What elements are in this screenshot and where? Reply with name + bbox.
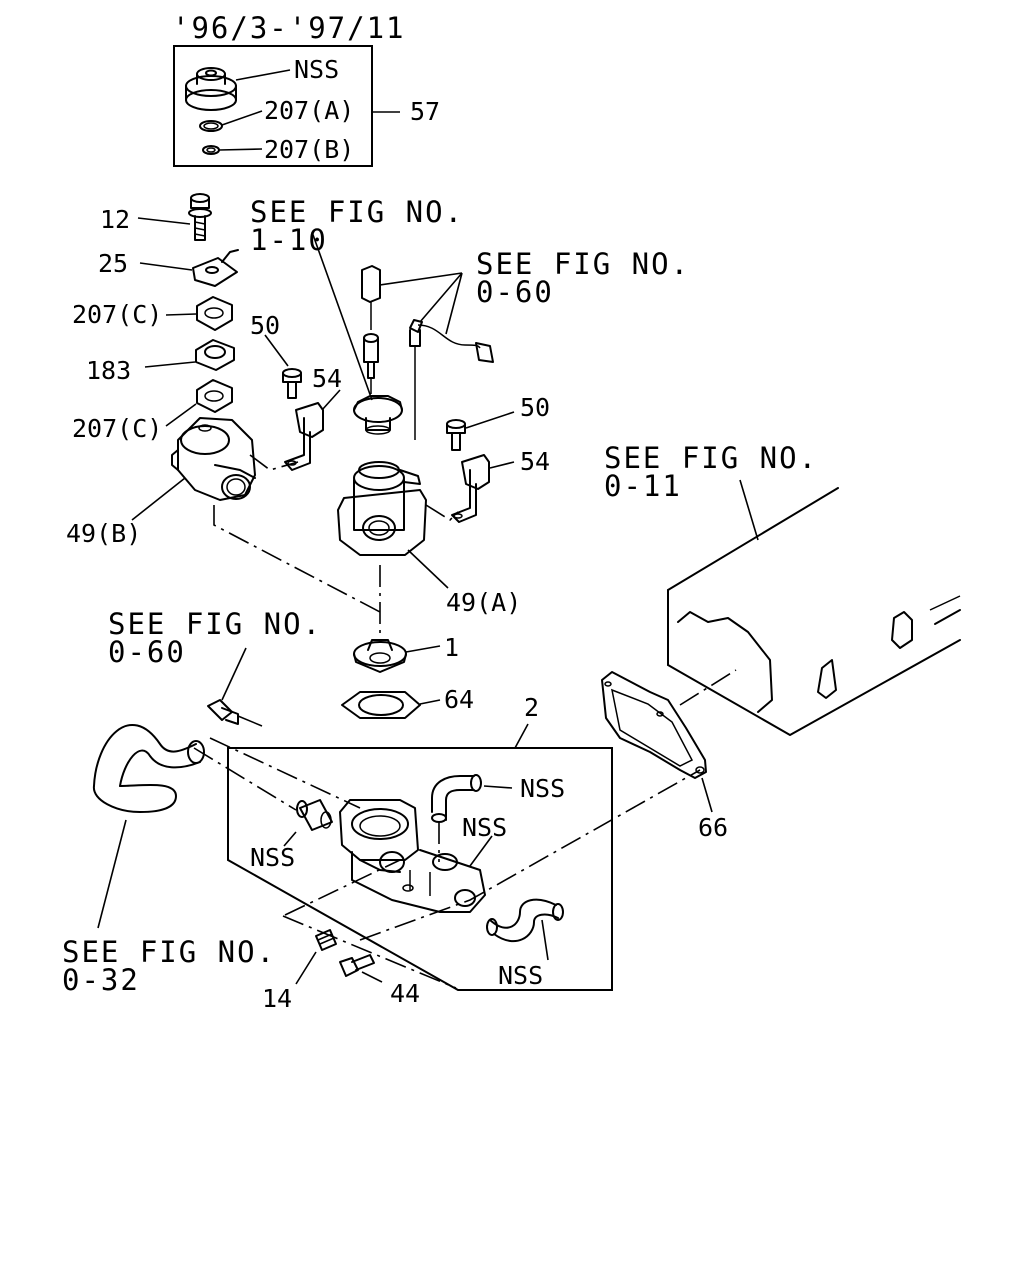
ref-fig-0-32-line2: 0-32 [62,963,140,997]
seal-b-label: 207(B) [264,135,354,164]
kit-frame [173,45,373,167]
flange-25-icon [192,249,239,287]
seal-a-icon [199,120,223,132]
sensor-left-icon [207,699,263,727]
callout-nss-elbow: NSS [520,774,565,803]
ref-fig-0-60-left-line2: 0-60 [108,635,186,669]
ref-fig-0-11-line1: SEE FIG NO. [604,441,818,475]
callout-14: 14 [262,984,292,1013]
plug-14-icon [315,929,337,951]
callout-44: 44 [390,979,420,1008]
kit-cap-icon [185,67,237,111]
spacer-183-icon [195,339,235,371]
kit-nss-label: NSS [294,55,339,84]
bolt-44-icon [339,954,375,977]
callout-49b: 49(B) [66,519,141,548]
ref-fig-0-60-top: SEE FIG NO. 0-60 [476,247,690,309]
radiator-cap-icon [353,395,403,435]
callout-1: 1 [444,633,459,662]
ref-fig-0-60-left: SEE FIG NO. 0-60 [108,607,322,669]
bolt-50-right-icon [446,419,466,451]
bolt-50-left-icon [282,368,302,399]
sensor-connector-icon [361,265,381,379]
ref-fig-0-60-top-line2: 0-60 [476,275,554,309]
ref-fig-0-32: SEE FIG NO. 0-32 [62,935,276,997]
pipe-fitting-icon [296,799,333,831]
callout-207c-bottom: 207(C) [72,414,162,443]
cylinder-head-icon [667,487,961,736]
ref-fig-0-60-left-line1: SEE FIG NO. [108,607,322,641]
ref-fig-0-11: SEE FIG NO. 0-11 [604,441,818,503]
ref-fig-0-11-line2: 0-11 [604,469,682,503]
callout-50-right: 50 [520,393,550,422]
seal-kit-box: NSS 207(A) 207(B) 57 [173,45,440,167]
housing-49a-icon [337,461,459,556]
ref-fig-1-10-line1: SEE FIG NO. [250,195,464,229]
sensor-wire-icon [409,319,494,440]
seal-b-icon [202,145,220,155]
callout-50-left: 50 [250,311,280,340]
ref-fig-1-10: SEE FIG NO. 1-10 [250,195,464,257]
callout-183: 183 [86,356,131,385]
bracket-54-left-icon [284,402,324,471]
bolt-12-icon [188,193,212,241]
callout-nss-left: NSS [250,843,295,872]
callout-64: 64 [444,685,474,714]
ref-fig-1-10-line2: 1-10 [250,223,328,257]
kit-number-label: 57 [410,97,440,126]
date-range-label: '96/3-'97/11 [172,11,406,45]
callout-66: 66 [698,813,728,842]
callout-49a: 49(A) [446,588,521,617]
gasket-207c-bottom-icon [196,379,233,413]
ref-fig-0-60-top-line1: SEE FIG NO. [476,247,690,281]
callout-54-right: 54 [520,447,550,476]
bracket-54-right-icon [451,454,490,523]
seal-a-label: 207(A) [264,96,354,125]
gasket-66-icon [601,671,707,779]
housing-49b-icon [171,417,299,501]
assembly-2-frame [227,747,613,991]
water-outlet-body-icon [339,799,486,913]
callout-54-left: 54 [312,364,342,393]
ref-fig-0-32-line1: SEE FIG NO. [62,935,276,969]
radiator-hose-icon [92,723,205,813]
callout-25: 25 [98,249,128,278]
callout-12: 12 [100,205,130,234]
gasket-207c-top-icon [196,296,233,331]
callout-2: 2 [524,693,539,722]
small-hose-icon [486,898,564,943]
thermostat-icon [353,639,407,673]
callout-nss-housing: NSS [462,813,507,842]
gasket-64-icon [341,691,421,719]
callout-nss-hose: NSS [498,961,543,990]
callout-207c-top: 207(C) [72,300,162,329]
